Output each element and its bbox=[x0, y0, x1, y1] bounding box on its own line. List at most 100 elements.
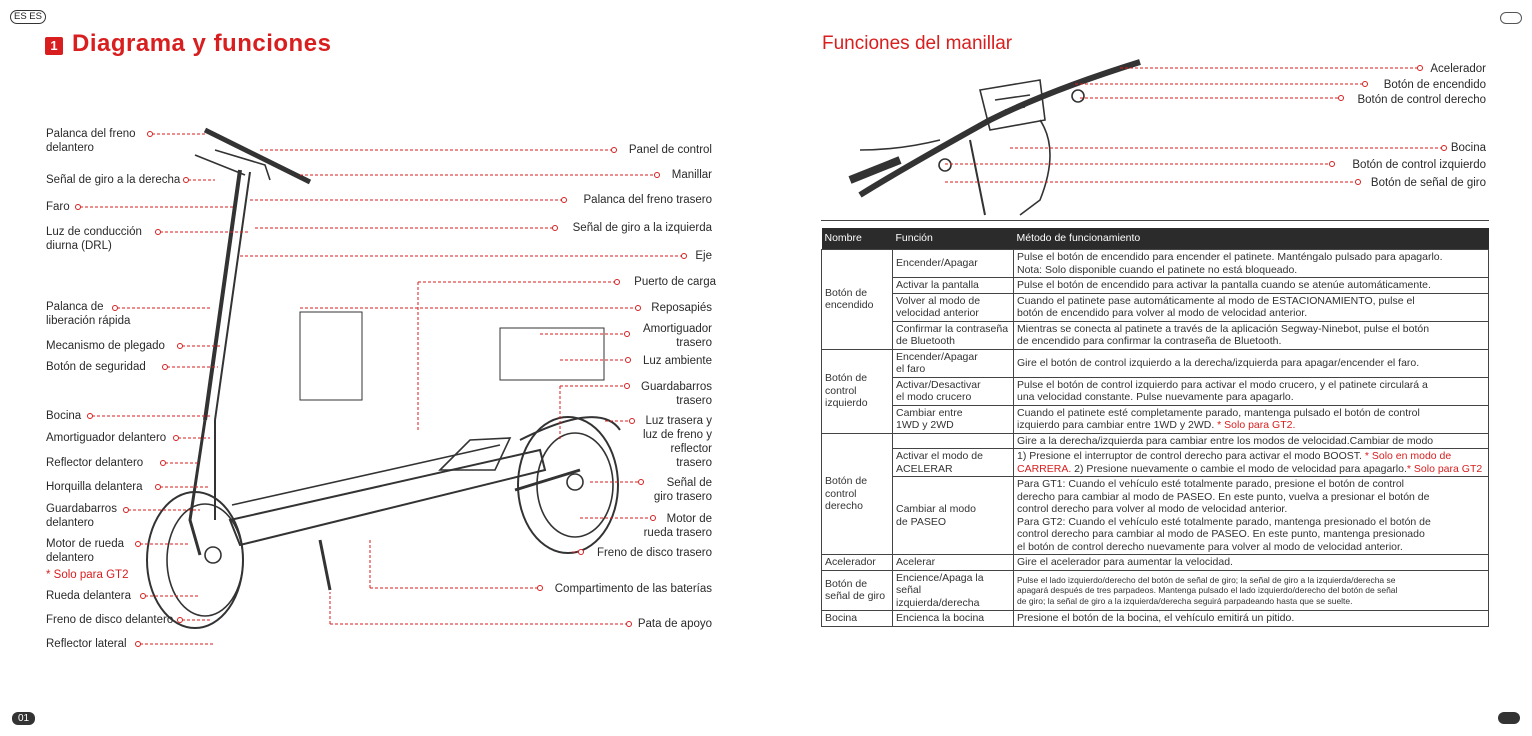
table-row: Bocina Encienca la bocina Presione el bo… bbox=[821, 610, 1489, 627]
cell-method: 1) Presione el interruptor de control de… bbox=[1013, 448, 1489, 477]
section-title: Funciones del manillar bbox=[822, 33, 1013, 54]
cell-function: Volver al modo de velocidad anterior bbox=[892, 292, 1014, 322]
table-row: Cambiar al modo de PASEO Para GT1: Cuand… bbox=[822, 476, 1489, 555]
label-safety-button: Botón de seguridad bbox=[46, 361, 146, 373]
label-ambient-light: Luz ambiente bbox=[642, 355, 712, 367]
functions-table: Nombre Función Método de funcionamiento … bbox=[821, 228, 1489, 627]
label-folding-mechanism: Mecanismo de plegado bbox=[46, 340, 165, 352]
language-badge: ES ES bbox=[10, 10, 46, 24]
label-axle: Eje bbox=[695, 250, 712, 262]
label-front-fender: Guardabarros delantero bbox=[46, 503, 117, 529]
label-right-turn-signal: Señal de giro a la derecha bbox=[46, 174, 181, 186]
cell-name: Botón de control derecho bbox=[821, 432, 893, 555]
header-function: Función bbox=[892, 228, 1014, 250]
handlebar-illustration bbox=[848, 59, 1141, 216]
label-kickstand: Pata de apoyo bbox=[637, 618, 712, 630]
cell-method: Presione el botón de la bocina, el vehíc… bbox=[1013, 610, 1489, 627]
cell-method: Mientras se conecta al patinete a través… bbox=[1013, 320, 1489, 350]
cell-function: Encender/Apagar bbox=[892, 249, 1014, 278]
cell-name: Bocina bbox=[821, 610, 893, 627]
label-side-reflector: Reflector lateral bbox=[46, 638, 127, 650]
cell-method: Pulse el botón de control izquierdo para… bbox=[1013, 376, 1489, 406]
table-row: Botón de encendido Encender/Apagar Pulse… bbox=[821, 249, 1489, 350]
table-row: Confirmar la contraseña de Bluetooth Mie… bbox=[822, 320, 1489, 350]
label-left-control-button: Botón de control izquierdo bbox=[1352, 159, 1486, 171]
label-throttle: Acelerador bbox=[1430, 63, 1486, 75]
handlebar-leader-dots bbox=[1329, 65, 1447, 185]
cell-method: Cuando el patinete esté completamente pa… bbox=[1013, 404, 1489, 434]
label-control-panel: Panel de control bbox=[628, 144, 712, 156]
table-row: Activar la pantalla Pulse el botón de en… bbox=[822, 277, 1489, 294]
gt2-note: * Solo para GT2. bbox=[1217, 419, 1296, 431]
cell-method: Gire a la derecha/izquierda para cambiar… bbox=[1013, 432, 1489, 449]
table-row: Activar el modo de ACELERAR 1) Presione … bbox=[822, 448, 1489, 477]
right-leader-lines bbox=[240, 149, 682, 625]
label-tail-light: Luz trasera y luz de freno y reflector t… bbox=[642, 415, 712, 469]
gt2-note: * Solo para GT2 bbox=[1406, 462, 1483, 475]
label-front-shock: Amortiguador delantero bbox=[46, 432, 167, 444]
label-rear-shock: Amortiguador trasero bbox=[642, 323, 712, 349]
left-leader-lines bbox=[80, 133, 248, 645]
page-corner-badge bbox=[1500, 12, 1522, 24]
cell-method: Gire el botón de control izquierdo a la … bbox=[1013, 348, 1489, 378]
label-battery-compartment: Compartimento de las baterías bbox=[554, 583, 712, 595]
cell-name: Acelerador bbox=[821, 554, 893, 571]
table-row: Acelerador Acelerar Gire el acelerador p… bbox=[821, 554, 1489, 571]
cell-name: Botón de encendido bbox=[821, 249, 893, 350]
cell-function: Cambiar al modo de PASEO bbox=[892, 476, 1014, 555]
cell-function: Confirmar la contraseña de Bluetooth bbox=[892, 320, 1014, 350]
cell-method: Pulse el botón de encendido para encende… bbox=[1013, 249, 1489, 278]
race-mode-note: * Solo en modo de CARRERA. bbox=[1017, 450, 1452, 475]
table-row: Cambiar entre 1WD y 2WD Cuando el patine… bbox=[822, 404, 1489, 434]
handlebar-leader-lines bbox=[945, 67, 1442, 183]
label-rear-fender: Guardabarros trasero bbox=[641, 381, 712, 407]
label-front-wheel: Rueda delantera bbox=[46, 590, 132, 602]
label-front-disc-brake: Freno de disco delantero bbox=[46, 614, 174, 626]
label-handlebar: Manillar bbox=[671, 169, 712, 181]
cell-function: Acelerar bbox=[892, 554, 1014, 571]
page-number: 01 bbox=[12, 712, 36, 725]
scooter-illustration bbox=[146, 127, 621, 629]
label-quick-release-lever: Palanca de liberación rápida bbox=[46, 301, 131, 327]
cell-name: Botón de control izquierdo bbox=[821, 348, 893, 434]
table-top-rule bbox=[821, 220, 1489, 221]
method-text-2: 2) Presione nuevamente o cambie el modo … bbox=[1071, 462, 1407, 475]
label-left-turn-signal: Señal de giro a la izquierda bbox=[572, 222, 712, 234]
cell-method: Pulse el lado izquierdo/derecho del botó… bbox=[1013, 569, 1489, 611]
cell-name: Botón de señal de giro bbox=[821, 569, 893, 611]
table-row: Volver al modo de velocidad anterior Cua… bbox=[822, 292, 1489, 322]
label-front-brake-lever: Palanca del freno delantero bbox=[46, 128, 136, 154]
cell-function: Activar el modo de ACELERAR bbox=[892, 448, 1014, 477]
table-row: Activar/Desactivar el modo crucero Pulse… bbox=[822, 376, 1489, 406]
label-headlight: Faro bbox=[46, 201, 70, 213]
table-row: Botón de control izquierdo Encender/Apag… bbox=[821, 348, 1489, 434]
cell-function: Encienca la bocina bbox=[892, 610, 1014, 627]
label-front-fork: Horquilla delantera bbox=[46, 481, 143, 493]
label-rear-motor: Motor de rueda trasero bbox=[643, 513, 712, 539]
cell-function: Encender/Apagar el faro bbox=[892, 348, 1014, 378]
header-method: Método de funcionamiento bbox=[1013, 228, 1489, 250]
table-row: Botón de control derecho Gire a la derec… bbox=[821, 432, 1489, 555]
page-number-right bbox=[1498, 712, 1520, 724]
cell-function: Activar/Desactivar el modo crucero bbox=[892, 376, 1014, 406]
label-power-button: Botón de encendido bbox=[1383, 79, 1486, 91]
left-leader-dots bbox=[75, 131, 189, 647]
label-turn-signal-button: Botón de señal de giro bbox=[1370, 177, 1486, 189]
label-horn: Bocina bbox=[46, 410, 82, 422]
method-text: Cuando el patinete esté completamente pa… bbox=[1017, 406, 1420, 432]
cell-function: Cambiar entre 1WD y 2WD bbox=[892, 404, 1014, 434]
label-front-motor: Motor de rueda delantero bbox=[46, 538, 124, 564]
label-footrest: Reposapiés bbox=[651, 302, 712, 314]
label-rear-turn-signal: Señal de giro trasero bbox=[653, 477, 712, 503]
label-front-reflector: Reflector delantero bbox=[46, 457, 144, 469]
table-row: Botón de señal de giro Encience/Apaga la… bbox=[821, 569, 1489, 611]
cell-method: Para GT1: Cuando el vehículo esté totalm… bbox=[1013, 476, 1489, 555]
header-name: Nombre bbox=[821, 228, 893, 250]
cell-function: Encience/Apaga la señal izquierda/derech… bbox=[892, 569, 1014, 611]
cell-method: Cuando el patinete pase automáticamente … bbox=[1013, 292, 1489, 322]
cell-method: Pulse el botón de encendido para activar… bbox=[1013, 277, 1489, 294]
page-title: Diagrama y funciones bbox=[72, 30, 332, 57]
method-text: 1) Presione el interruptor de control de… bbox=[1017, 450, 1365, 462]
cell-method: Gire el acelerador para aumentar la velo… bbox=[1013, 554, 1489, 571]
